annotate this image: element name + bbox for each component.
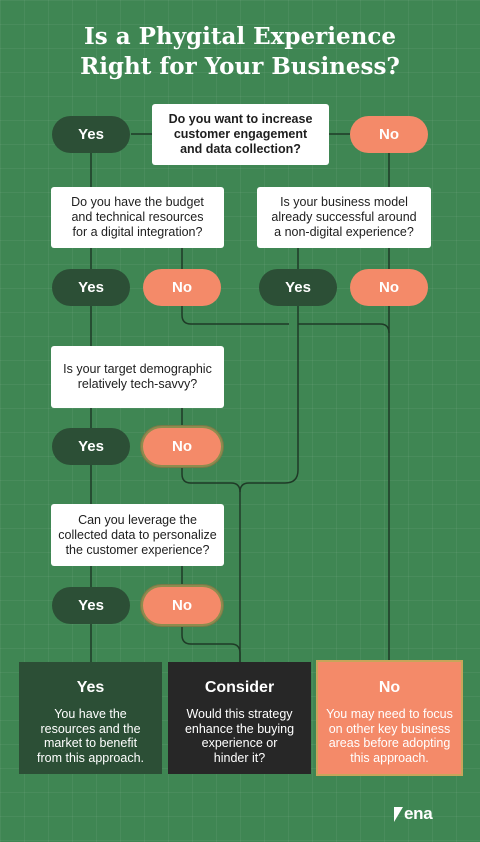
result-line: experience or bbox=[201, 736, 278, 750]
result-line: from this approach. bbox=[37, 750, 144, 765]
result-line: enhance the buying bbox=[184, 721, 295, 736]
result-line: You have the bbox=[54, 707, 127, 721]
result-line: market to benefit bbox=[43, 736, 138, 750]
result-no: No You may need to focus on other key bu… bbox=[318, 662, 461, 774]
result-title: Consider bbox=[204, 679, 275, 696]
result-line: You may need to focus bbox=[326, 707, 453, 721]
question-line: already successful around bbox=[271, 210, 417, 224]
question-line: for a digital integration? bbox=[72, 225, 203, 239]
question-line: relatively tech-savvy? bbox=[77, 377, 198, 391]
question-line: customer engagement bbox=[173, 127, 308, 141]
result-title: Yes bbox=[76, 679, 105, 696]
answer-no-pill: No bbox=[143, 428, 221, 465]
result-title: No bbox=[378, 679, 401, 696]
answer-yes-pill: Yes bbox=[52, 116, 130, 153]
result-line: hinder it? bbox=[213, 750, 266, 765]
result-line: Would this strategy bbox=[186, 707, 293, 721]
question-leverage-data: Can you leverage the collected data to p… bbox=[51, 504, 224, 566]
page-title: Is a Phygital Experience Right for Your … bbox=[0, 22, 480, 82]
answer-yes-pill: Yes bbox=[52, 269, 130, 306]
question-line: and data collection? bbox=[180, 142, 301, 156]
question-business-model: Is your business model already successfu… bbox=[257, 187, 431, 248]
question-line: Is your business model bbox=[280, 195, 408, 209]
question-line: Do you have the budget bbox=[71, 195, 204, 209]
question-engagement: Do you want to increase customer engagem… bbox=[152, 104, 329, 165]
result-line: areas before adopting bbox=[328, 736, 451, 750]
question-line: the customer experience? bbox=[65, 542, 210, 557]
answer-yes-pill: Yes bbox=[52, 587, 130, 624]
answer-yes-pill: Yes bbox=[52, 428, 130, 465]
question-line: Can you leverage the bbox=[78, 512, 197, 527]
result-line: this approach. bbox=[350, 750, 429, 765]
result-line: on other key business bbox=[328, 721, 451, 736]
question-budget: Do you have the budget and technical res… bbox=[51, 187, 224, 248]
answer-yes-pill: Yes bbox=[259, 269, 337, 306]
answer-no-pill: No bbox=[143, 269, 221, 306]
result-consider: Consider Would this strategy enhance the… bbox=[168, 662, 311, 774]
vena-logo-mark-icon bbox=[394, 806, 403, 822]
answer-no-pill: No bbox=[350, 269, 428, 306]
result-yes: Yes You have the resources and the marke… bbox=[19, 662, 162, 774]
vena-logo-text: ena bbox=[404, 804, 433, 823]
question-line: and technical resources bbox=[71, 210, 204, 224]
vena-logo: ena bbox=[394, 804, 442, 824]
question-line: a non-digital experience? bbox=[274, 225, 414, 239]
answer-no-pill: No bbox=[350, 116, 428, 153]
question-line: Do you want to increase bbox=[168, 112, 313, 126]
question-line: Is your target demographic bbox=[63, 362, 212, 376]
question-demographic: Is your target demographic relatively te… bbox=[51, 346, 224, 408]
title-line-1: Is a Phygital Experience bbox=[84, 23, 396, 50]
title-line-2: Right for Your Business? bbox=[80, 53, 400, 80]
question-line: collected data to personalize bbox=[58, 527, 217, 542]
result-line: resources and the bbox=[40, 721, 141, 736]
answer-no-pill: No bbox=[143, 587, 221, 624]
